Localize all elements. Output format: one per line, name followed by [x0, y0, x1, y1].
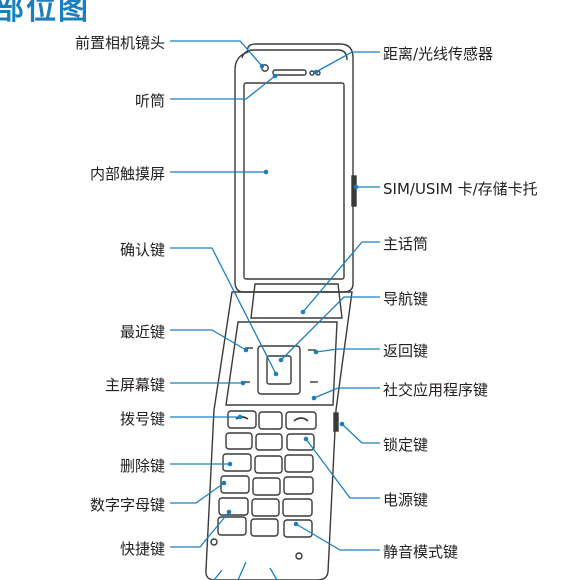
power-key [285, 411, 317, 430]
label-shortcut-key: 快捷键 [119, 540, 165, 558]
label-microphone: 主话筒 [383, 235, 429, 253]
silent-key [283, 519, 313, 538]
label-ok-key: 确认键 [119, 241, 165, 259]
delete-key [222, 453, 252, 472]
dial-key [227, 410, 257, 429]
label-social-key: 社交应用程序键 [383, 381, 489, 399]
label-inner-screen: 内部触摸屏 [89, 165, 165, 183]
label-sim-tray: SIM/USIM 卡/存储卡托 [383, 180, 538, 198]
nav-key [257, 345, 301, 395]
label-front-camera: 前置相机镜头 [74, 34, 165, 52]
sim-tray [351, 175, 357, 207]
label-silent-key: 静音模式键 [383, 543, 459, 561]
label-nav-key: 导航键 [383, 290, 429, 308]
label-recent-key: 最近键 [119, 323, 165, 341]
label-delete-key: 删除键 [119, 457, 165, 475]
label-home-key: 主屏幕键 [104, 376, 165, 394]
label-sensor: 距离/光线传感器 [383, 45, 494, 63]
sensor-dot-1 [309, 70, 315, 76]
phone-lid [234, 43, 354, 293]
label-earpiece: 听筒 [134, 92, 165, 110]
ok-key [266, 355, 292, 385]
label-back-key: 返回键 [383, 342, 429, 360]
center-top-key [258, 411, 283, 430]
control-panel [225, 321, 338, 406]
hinge [250, 283, 343, 319]
label-dial-key: 拨号键 [119, 410, 165, 428]
label-power-key: 电源键 [383, 491, 429, 509]
label-alnum-keys: 数字字母键 [89, 496, 165, 514]
page-title: 部位图 [0, 0, 90, 27]
label-lock-key: 锁定键 [383, 436, 429, 454]
earpiece-grille [272, 69, 307, 76]
phone-base [205, 291, 353, 580]
inner-screen [243, 82, 345, 280]
lock-key [333, 412, 339, 432]
